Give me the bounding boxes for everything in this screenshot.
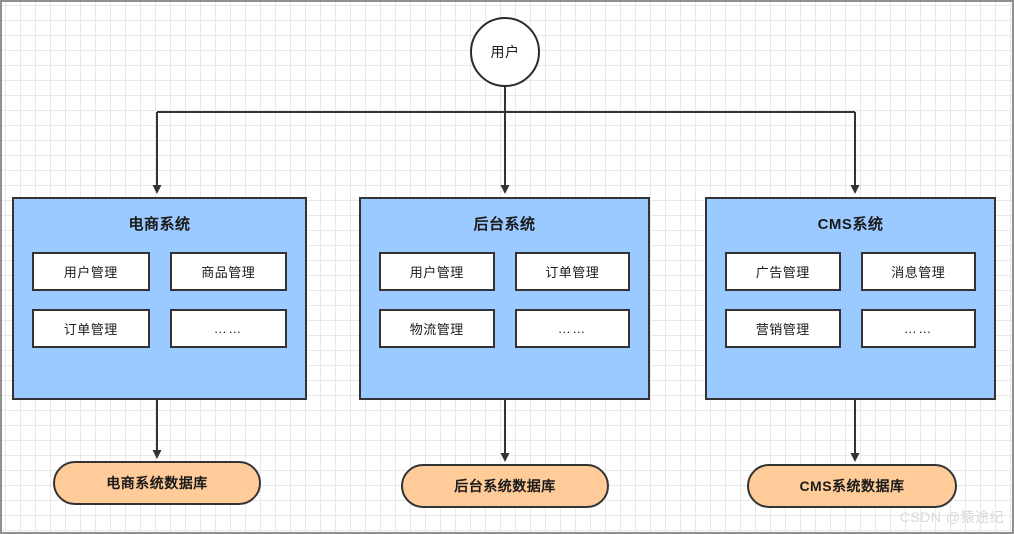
module-box-more[interactable]: …… bbox=[860, 309, 976, 348]
actor-node-user[interactable]: 用户 bbox=[470, 17, 540, 87]
database-node-cms[interactable]: CMS系统数据库 bbox=[747, 464, 957, 508]
module-box[interactable]: 用户管理 bbox=[379, 252, 495, 291]
module-grid: 用户管理 订单管理 物流管理 …… bbox=[361, 234, 648, 348]
module-box[interactable]: 消息管理 bbox=[860, 252, 976, 291]
actor-label: 用户 bbox=[490, 44, 520, 60]
system-box-cms[interactable]: CMS系统 广告管理 消息管理 营销管理 …… bbox=[705, 197, 996, 400]
system-box-ecommerce[interactable]: 电商系统 用户管理 商品管理 订单管理 …… bbox=[12, 197, 307, 400]
module-box[interactable]: 营销管理 bbox=[725, 309, 841, 348]
module-grid: 用户管理 商品管理 订单管理 …… bbox=[14, 234, 305, 348]
module-box[interactable]: 订单管理 bbox=[32, 309, 150, 348]
system-title: CMS系统 bbox=[817, 216, 884, 233]
database-node-backend[interactable]: 后台系统数据库 bbox=[401, 464, 609, 508]
system-title: 后台系统 bbox=[473, 216, 536, 233]
module-box[interactable]: 广告管理 bbox=[725, 252, 841, 291]
module-box-more[interactable]: …… bbox=[169, 309, 287, 348]
database-node-ecommerce[interactable]: 电商系统数据库 bbox=[53, 461, 261, 505]
watermark: CSDN @猿途纪 bbox=[899, 509, 1004, 525]
module-box[interactable]: 商品管理 bbox=[169, 252, 287, 291]
module-box[interactable]: 用户管理 bbox=[32, 252, 150, 291]
system-title: 电商系统 bbox=[128, 216, 191, 233]
module-box-more[interactable]: …… bbox=[514, 309, 630, 348]
module-grid: 广告管理 消息管理 营销管理 …… bbox=[707, 234, 994, 348]
module-box[interactable]: 订单管理 bbox=[514, 252, 630, 291]
module-box[interactable]: 物流管理 bbox=[379, 309, 495, 348]
system-box-backend[interactable]: 后台系统 用户管理 订单管理 物流管理 …… bbox=[359, 197, 650, 400]
